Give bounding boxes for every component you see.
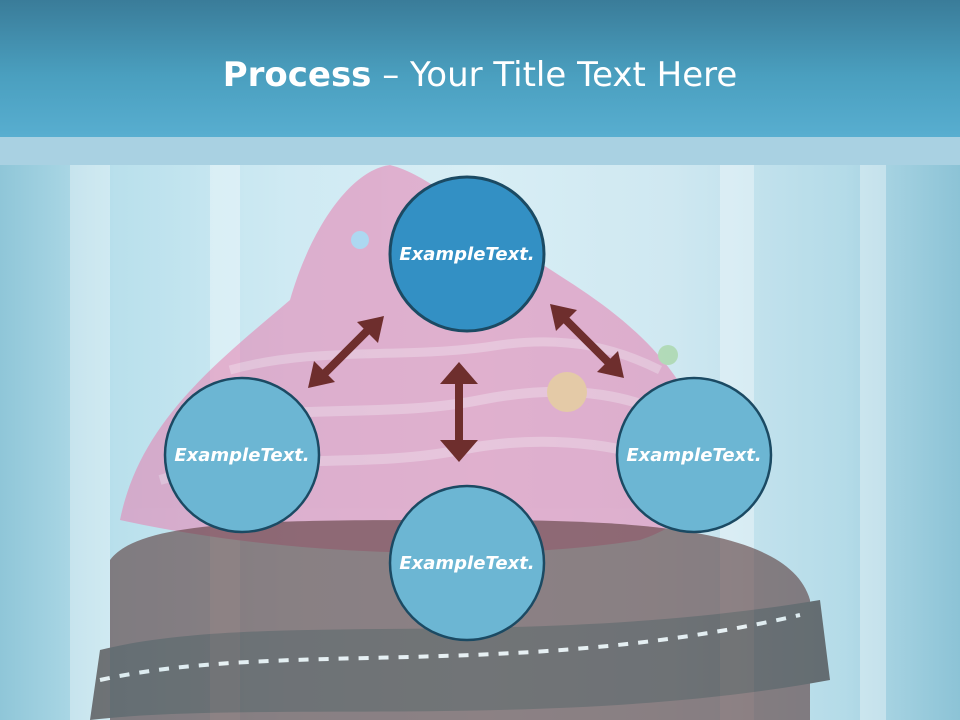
process-node-bottom[interactable] [388, 484, 546, 642]
arrow-top-right [550, 304, 624, 378]
slide-title-bold: Process [222, 55, 372, 95]
process-node-top[interactable] [388, 175, 546, 333]
arrow-vertical [440, 362, 478, 462]
process-node-left[interactable] [163, 376, 321, 534]
arrow-top-left [308, 316, 384, 388]
title-bar [0, 0, 960, 137]
slide-title-rest: – Your Title Text Here [371, 55, 738, 95]
title-bar-stripe [0, 137, 960, 165]
slide-title[interactable]: Process – Your Title Text Here [0, 52, 960, 98]
process-node-right[interactable] [615, 376, 773, 534]
